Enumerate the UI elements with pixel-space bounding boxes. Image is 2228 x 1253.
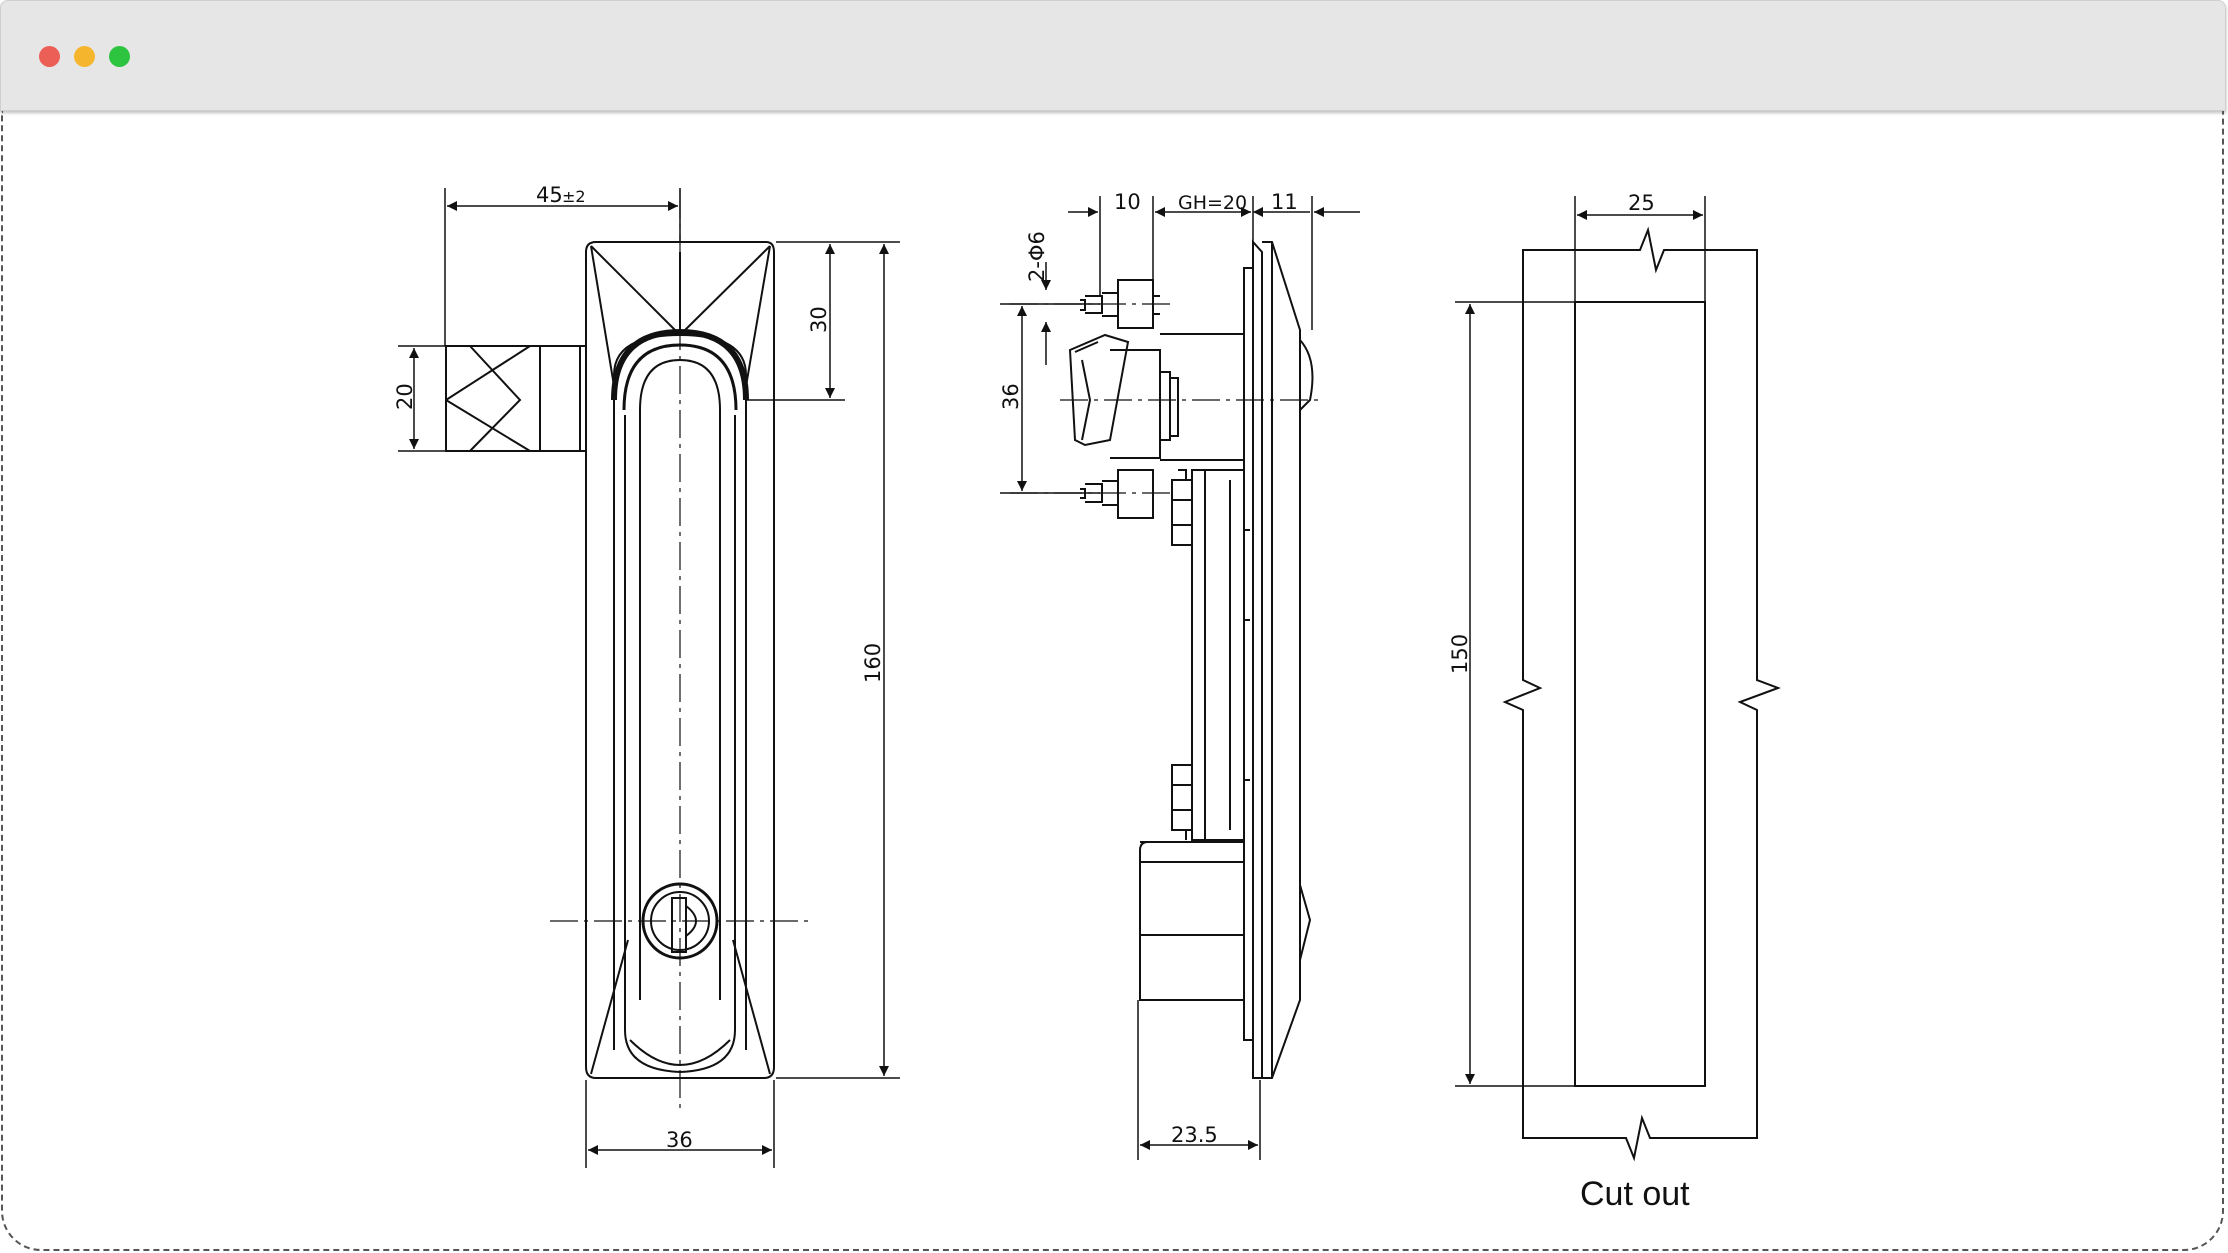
dim-45-label: 45: [536, 183, 563, 207]
cutout-view: [1502, 226, 1781, 1162]
dim-11-label: 11: [1271, 190, 1298, 214]
dim-hole-label: 2-Φ6: [1025, 231, 1049, 282]
dim-45-tolerance: ±2: [562, 187, 586, 206]
dim-20-label: 20: [393, 383, 417, 410]
dim-150-label: 150: [1448, 634, 1472, 674]
maximize-button[interactable]: [109, 46, 130, 67]
front-view: [445, 241, 775, 1079]
dim-23-5-label: 23.5: [1171, 1123, 1218, 1147]
dim-gh-label: GH=20: [1178, 192, 1247, 214]
dim-25-label: 25: [1628, 191, 1655, 215]
dim-36-side-label: 36: [999, 383, 1023, 410]
dim-30-label: 30: [807, 306, 831, 333]
title-bar: [0, 0, 2226, 111]
dim-10-label: 10: [1114, 190, 1141, 214]
close-button[interactable]: [39, 46, 60, 67]
dim-36-bottom-label: 36: [666, 1128, 693, 1152]
side-view: [1068, 239, 1314, 1079]
cutout-caption: Cut out: [1580, 1175, 1690, 1213]
content-frame: [1, 111, 2224, 1251]
minimize-button[interactable]: [74, 46, 95, 67]
dim-160-label: 160: [861, 643, 885, 683]
